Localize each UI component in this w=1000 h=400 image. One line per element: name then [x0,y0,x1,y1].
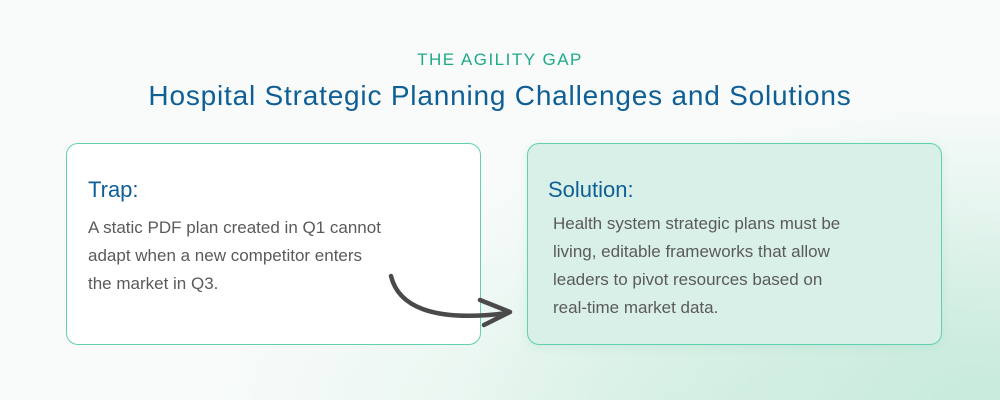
solution-card: Solution: Health system strategic plans … [527,143,942,345]
solution-line: leaders to pivot resources based on [553,270,823,289]
trap-line: A static PDF plan created in Q1 cannot [88,218,381,237]
solution-heading: Solution: [548,177,634,202]
trap-line: adapt when a new competitor enters [88,246,363,265]
trap-card: Trap: A static PDF plan created in Q1 ca… [66,143,481,345]
solution-line: living, editable frameworks that allow [553,242,830,261]
trap-line: the market in Q3. [88,274,219,293]
solution-line: real-time market data. [553,298,719,317]
solution-line: Health system strategic plans must be [553,214,841,233]
page-title: Hospital Strategic Planning Challenges a… [148,80,852,111]
curved-arrow-icon [388,273,513,328]
eyebrow-label: THE AGILITY GAP [417,50,583,69]
solution-description: Health system strategic plans must be li… [553,210,933,322]
trap-description: A static PDF plan created in Q1 cannot a… [88,214,468,298]
trap-heading: Trap: [88,177,139,202]
